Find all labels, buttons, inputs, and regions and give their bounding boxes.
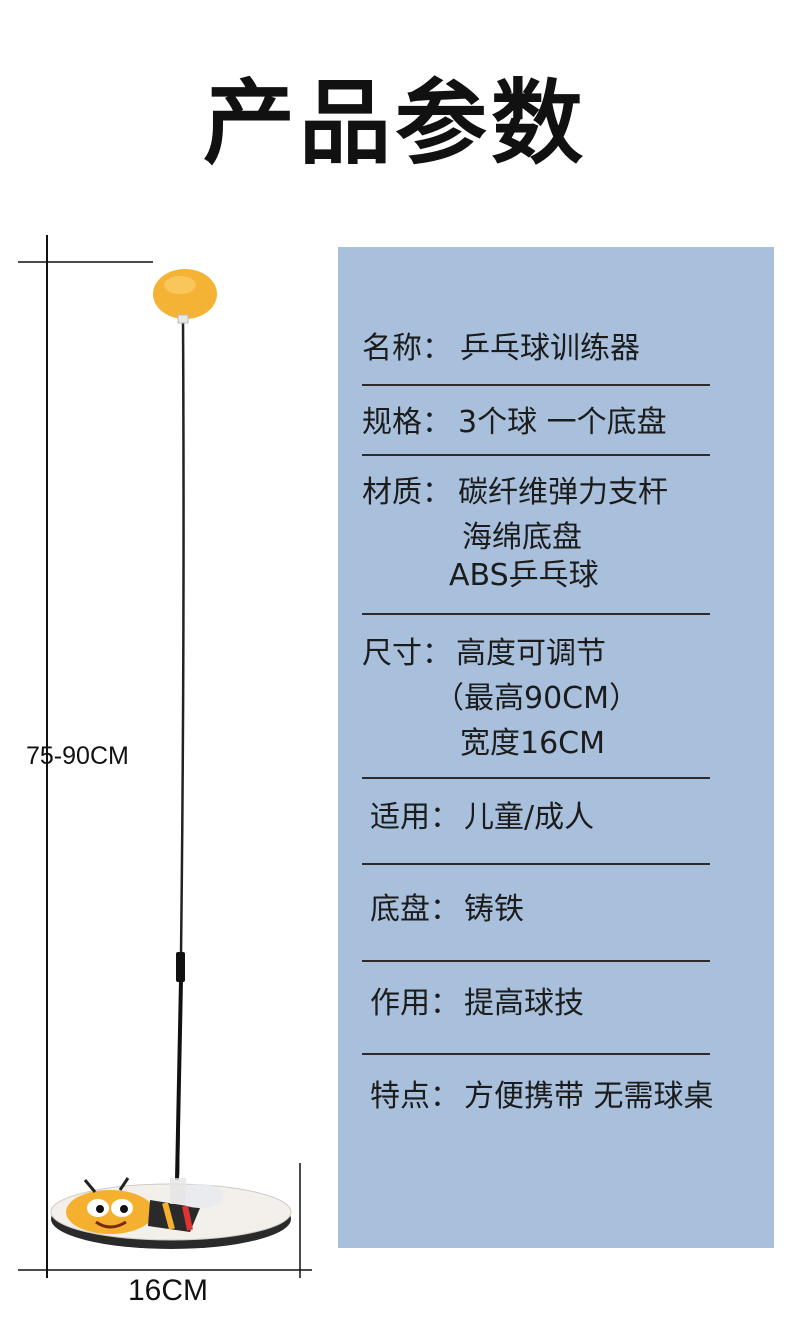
spec-key: 规格： [362, 405, 452, 440]
spec-key: 底盘： [370, 892, 460, 927]
spec-key: 作用： [370, 986, 460, 1021]
width-dimension-label: 16CM [128, 1274, 209, 1307]
spec-key: 特点： [370, 1079, 460, 1114]
spec-key: 尺寸： [362, 636, 452, 671]
divider [362, 454, 710, 456]
spec-value: 碳纤维弹力支杆 [458, 475, 668, 510]
spec-key: 名称： [362, 331, 452, 366]
spec-value: 提高球技 [464, 986, 584, 1021]
spec-panel: 名称： 乒乓球训练器 规格： 3个球 一个底盘 材质： 碳纤维弹力支杆 海绵底盘… [338, 247, 774, 1248]
divider [362, 777, 710, 779]
divider [362, 384, 710, 386]
product-illustration: 75-90CM 16CM [0, 0, 330, 1314]
trainer-drawing [18, 235, 312, 1278]
lower-rod [175, 979, 183, 1181]
divider [362, 960, 710, 962]
spec-value: 儿童/成人 [464, 800, 595, 835]
spec-key: 适用： [370, 800, 460, 835]
divider [362, 1053, 710, 1055]
spec-value: 乒乓球训练器 [460, 331, 640, 366]
height-dimension-label: 75-90CM [26, 742, 129, 770]
divider [362, 863, 710, 865]
spec-value: 3个球 一个底盘 [458, 405, 667, 440]
spec-value: 宽度16CM [460, 726, 606, 761]
divider [362, 613, 710, 615]
bee-icon [66, 1190, 154, 1234]
spec-value: 海绵底盘 [462, 520, 582, 555]
spec-value: 高度可调节 [456, 636, 606, 671]
spec-key: 材质： [362, 475, 452, 510]
spec-value: ABS乒乓球 [449, 558, 599, 593]
spec-value: 铸铁 [464, 892, 524, 927]
spec-value: 方便携带 无需球桌 [464, 1079, 714, 1114]
rod-connector [176, 952, 185, 982]
page-title: 产品参数 [202, 70, 587, 177]
spec-value: （最高90CM） [434, 681, 640, 716]
flexible-rod [176, 319, 185, 1176]
